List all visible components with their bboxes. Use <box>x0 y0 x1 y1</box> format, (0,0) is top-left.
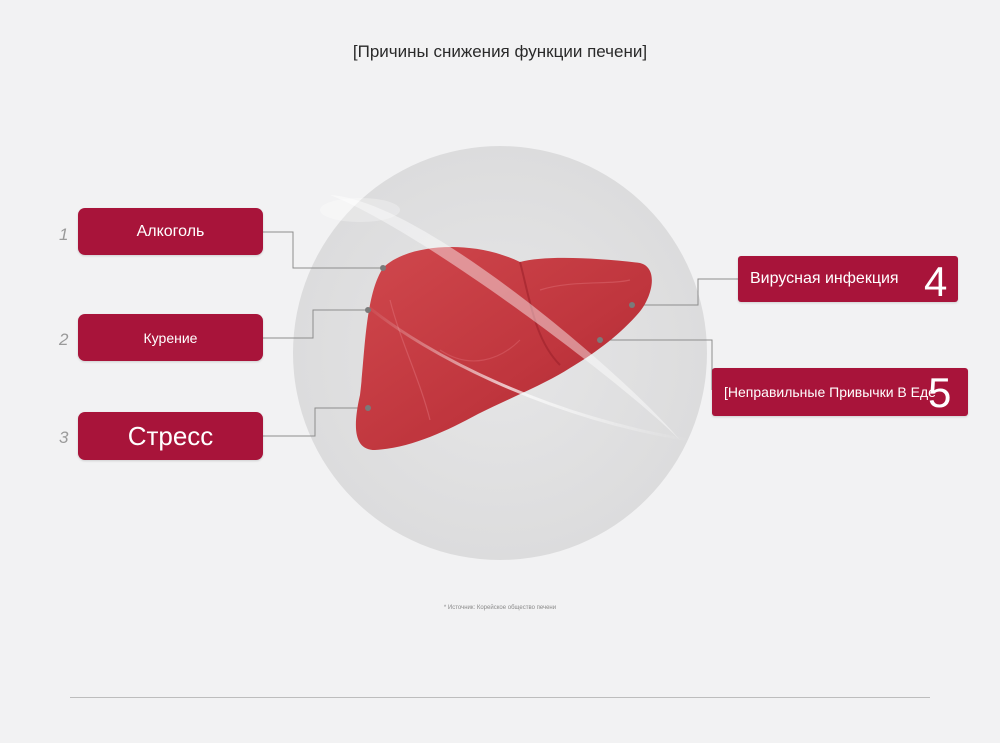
cause-label-text: Курение <box>143 329 198 346</box>
connector-1 <box>262 231 383 269</box>
connector-lines <box>262 231 738 437</box>
cause-label-stress: Стресс <box>78 412 263 460</box>
light-swoosh <box>320 195 691 442</box>
diagram-title: [Причины снижения функции печени] <box>352 42 648 61</box>
cause-label-text: Стресс <box>127 420 214 451</box>
cause-label-alcohol: Алкоголь <box>78 208 263 255</box>
cause-label-text: Вирусная инфекция <box>750 270 899 287</box>
cause-label-smoking: Курение <box>78 314 263 361</box>
cause-number-2: 2 <box>59 330 69 349</box>
cause-number-3: 3 <box>59 428 69 447</box>
connector-3 <box>262 407 368 437</box>
cause-label-text: [Неправильные Привычки В Еде <box>724 384 936 400</box>
source-note: * Источник: Корейское общество печени <box>443 605 557 611</box>
cause-label-text: Алкоголь <box>136 222 205 240</box>
dot-2 <box>365 307 371 313</box>
pointer-dots <box>365 265 635 411</box>
dot-3 <box>365 405 371 411</box>
connector-2 <box>262 309 368 339</box>
dot-4 <box>629 302 635 308</box>
connector-4 <box>632 278 738 306</box>
cause-label-viral-infection: Вирусная инфекция <box>738 256 958 302</box>
dot-1 <box>380 265 386 271</box>
cause-number-4: 4 <box>924 258 948 305</box>
cause-number-1: 1 <box>59 225 69 244</box>
cause-label-bad-eating-habits: [Неправильные Привычки В Еде <box>712 368 968 416</box>
liver-shape <box>355 247 652 450</box>
dot-5 <box>597 337 603 343</box>
divider-line <box>70 697 930 698</box>
cause-number-5: 5 <box>928 369 952 416</box>
